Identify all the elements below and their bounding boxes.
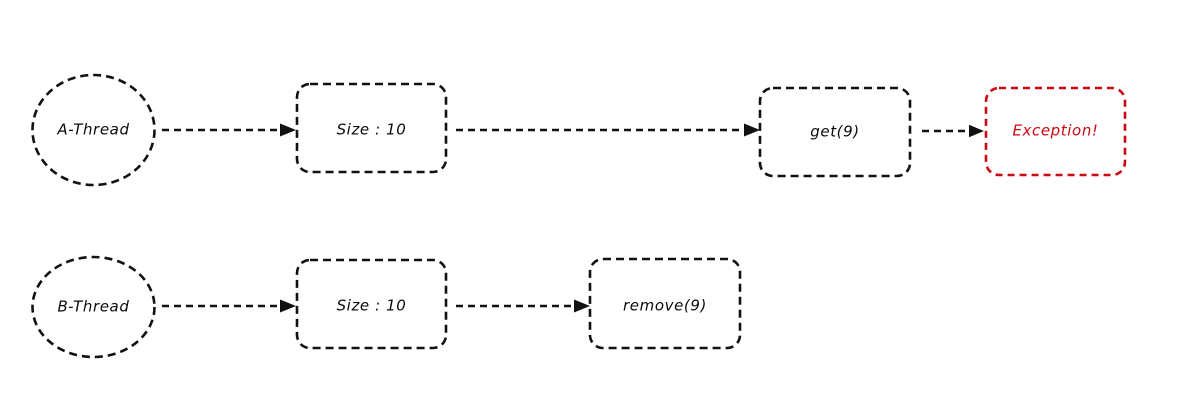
- edge-a-get-to-a-exception: [922, 124, 984, 138]
- b-size-label: Size : 10: [337, 297, 407, 315]
- edge-b-thread-to-b-size: [162, 299, 296, 313]
- a-size-label: Size : 10: [337, 121, 407, 139]
- a-thread-label: A-Thread: [56, 121, 129, 139]
- edge-a-thread-to-a-size: [162, 123, 296, 137]
- node-b-remove[interactable]: remove(9): [588, 257, 742, 350]
- a-get-label: get(9): [810, 123, 859, 141]
- edge-a-size-to-a-get: [456, 123, 760, 137]
- node-b-size[interactable]: Size : 10: [295, 258, 448, 350]
- b-size-box: [295, 258, 448, 350]
- b-remove-box: [588, 257, 742, 350]
- arrowhead-icon: [574, 299, 590, 313]
- exception-label: Exception!: [1012, 122, 1098, 140]
- edge-b-size-to-b-remove: [456, 299, 590, 313]
- arrowhead-icon: [969, 124, 984, 138]
- node-a-get[interactable]: get(9): [758, 86, 912, 178]
- arrowhead-icon: [744, 123, 760, 137]
- node-a-exception[interactable]: Exception!: [984, 86, 1127, 177]
- node-a-thread[interactable]: A-Thread: [31, 73, 156, 187]
- arrowhead-icon: [280, 123, 296, 137]
- b-thread-circle: [31, 255, 156, 359]
- node-a-size[interactable]: Size : 10: [295, 82, 448, 174]
- exception-box: [984, 86, 1127, 177]
- b-thread-label: B-Thread: [58, 298, 130, 316]
- a-size-box: [295, 82, 448, 174]
- node-b-thread[interactable]: B-Thread: [31, 255, 156, 359]
- arrowhead-icon: [280, 299, 296, 313]
- b-remove-label: remove(9): [623, 297, 707, 315]
- a-thread-circle: [31, 73, 156, 187]
- a-get-box: [758, 86, 912, 178]
